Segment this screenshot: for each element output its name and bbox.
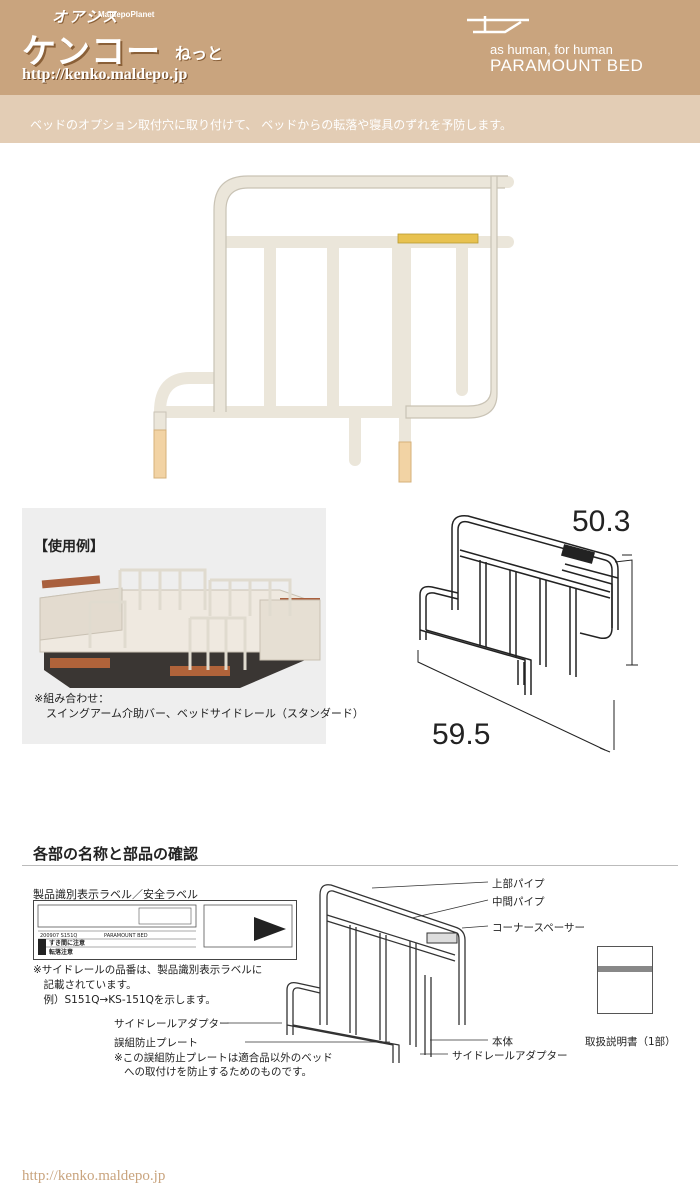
dimension-drawing bbox=[417, 515, 638, 753]
callout-manual: 取扱説明書（1部） bbox=[585, 1036, 676, 1048]
footer-url-link[interactable]: http://kenko.maldepo.jp bbox=[22, 1168, 166, 1184]
brand-tagline: as human, for human bbox=[490, 42, 613, 57]
manual-booklet-icon bbox=[597, 946, 653, 1014]
label-warning-fall: 転落注意 bbox=[49, 948, 73, 956]
brand-name: PARAMOUNT BED bbox=[490, 56, 644, 75]
manual-band bbox=[598, 966, 652, 972]
callout-upper-pipe: 上部パイプ bbox=[492, 878, 545, 890]
plate-note-line1: ※この誤組防止プレートは適合品以外のベッド bbox=[114, 1052, 333, 1064]
label-heading: 製品識別表示ラベル／安全ラベル bbox=[33, 888, 198, 901]
note-line: 記載されています。 bbox=[33, 979, 137, 991]
usage-note-heading: ※組み合わせ： bbox=[34, 692, 110, 705]
parts-diagram bbox=[286, 884, 466, 1063]
note-line: 例）S151Q→KS-151Qを示します。 bbox=[33, 994, 216, 1006]
label-warning-gap: すき間に注意 bbox=[49, 939, 85, 947]
note-line: ※サイドレールの品番は、製品識別表示ラベルに bbox=[33, 964, 263, 976]
site-header bbox=[0, 0, 700, 95]
label-notes: ※サイドレールの品番は、製品識別表示ラベルに 記載されています。 例）S151Q… bbox=[33, 963, 262, 1008]
logo-kenko-text[interactable]: ケンコー bbox=[22, 32, 161, 72]
plate-note-line2: への取付けを防止するためのものです。 bbox=[124, 1066, 312, 1078]
callout-adapter-bottom: サイドレールアダプター bbox=[452, 1050, 568, 1062]
usage-example-title: 【使用例】 bbox=[34, 539, 104, 555]
logo-net-text: ねっと bbox=[175, 44, 224, 63]
callout-misassembly-plate: 誤組防止プレート bbox=[114, 1037, 198, 1049]
description-banner bbox=[0, 95, 700, 143]
side-rail-product-image bbox=[153, 175, 514, 483]
paramount-logo-icon bbox=[467, 16, 529, 34]
header-url-link[interactable]: http://kenko.maldepo.jp bbox=[22, 66, 188, 83]
callout-corner-spacer: コーナースペーサー bbox=[492, 922, 586, 934]
logo-oasis-text: オアシス bbox=[52, 8, 120, 26]
usage-note-text: スイングアーム介助バー、ベッドサイドレール（スタンダード） bbox=[46, 707, 364, 720]
callout-middle-pipe: 中間パイプ bbox=[492, 896, 545, 908]
callout-body: 本体 bbox=[492, 1036, 513, 1048]
product-label-illustration: 200907 S151Q PARAMOUNT BED すき間に注意 転落注意 bbox=[33, 900, 297, 960]
parts-section-title: 各部の名称と部品の確認 bbox=[33, 845, 199, 863]
width-dimension: 59.5 bbox=[432, 718, 491, 751]
label-code: 200907 S151Q bbox=[40, 933, 77, 939]
label-maker: PARAMOUNT BED bbox=[104, 933, 148, 939]
height-dimension: 50.3 bbox=[572, 505, 631, 538]
bed-photo bbox=[30, 560, 326, 688]
section-divider bbox=[22, 865, 678, 866]
logo-maldepo-text: MaldepoPlanet bbox=[98, 10, 155, 19]
callout-adapter-left: サイドレールアダプター bbox=[114, 1018, 230, 1030]
label-drawing: 200907 S151Q PARAMOUNT BED すき間に注意 転落注意 bbox=[37, 904, 293, 956]
banner-text: ベッドのオプション取付穴に取り付けて、 ベッドからの転落や寝具のずれを予防します… bbox=[30, 118, 513, 132]
